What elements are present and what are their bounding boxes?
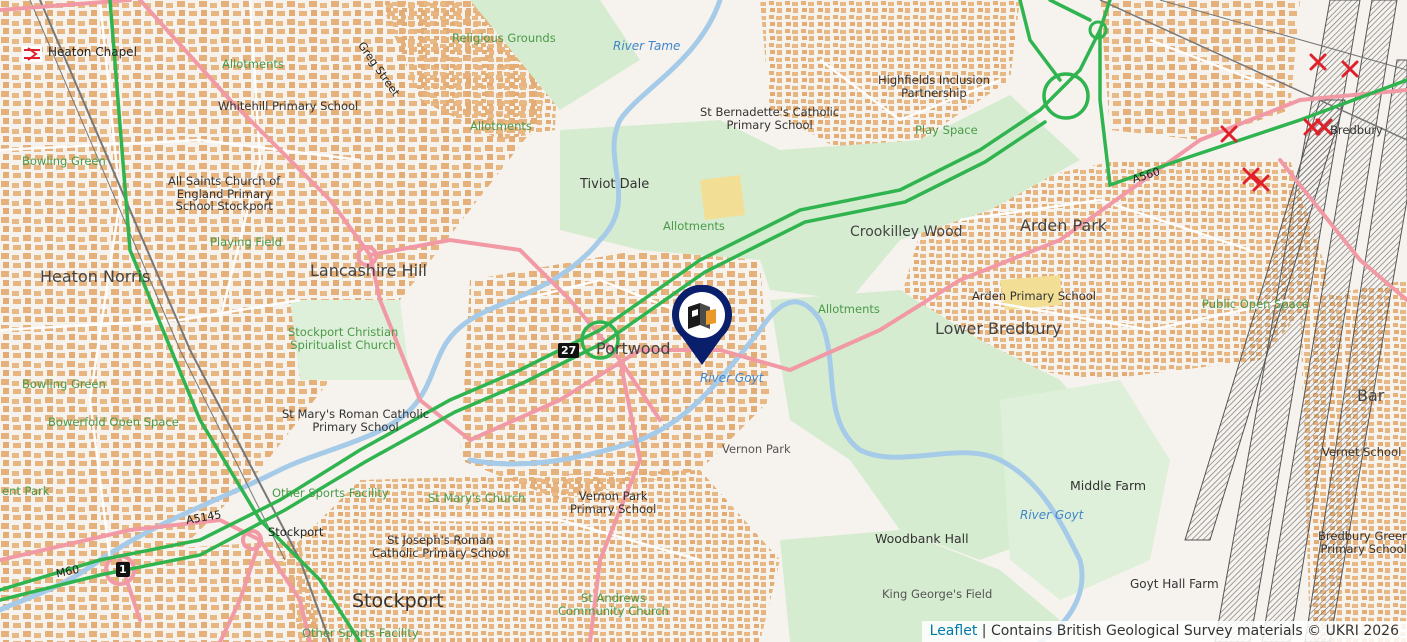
location-pin-icon[interactable]: [668, 285, 736, 367]
label-king-georges-field: King George's Field: [882, 587, 993, 601]
label-bredbury-green-primary: Bredbury Green Primary School: [1318, 529, 1407, 556]
label-goyt-hall-farm: Goyt Hall Farm: [1130, 577, 1219, 591]
label-other-sports-2: Other Sports Facility: [302, 626, 419, 640]
label-vernon-park: Vernon Park: [722, 442, 791, 456]
label-tiviot-dale: Tiviot Dale: [580, 177, 650, 192]
label-crookilley-wood: Crookilley Wood: [850, 224, 963, 240]
label-lancashire-hill: Lancashire Hill: [310, 261, 427, 280]
label-woodbank-hall: Woodbank Hall: [875, 531, 969, 546]
station-label-heaton-chapel: Heaton Chapel: [48, 45, 137, 59]
label-river-goyt-1: River Goyt: [700, 371, 764, 385]
cross-markers: [1220, 53, 1359, 192]
building-logo-icon: [688, 303, 716, 329]
label-whitehill-primary: Whitehill Primary School: [218, 99, 359, 113]
label-st-bernadettes: St Bernadette's Catholic Primary School: [700, 105, 840, 132]
attribution-text: Contains British Geological Survey mater…: [990, 623, 1399, 639]
label-allotments-4: Allotments: [818, 302, 880, 316]
label-stockport-christian: Stockport Christian Spiritualist Church: [288, 325, 399, 352]
label-play-space: Play Space: [915, 123, 978, 137]
label-highfields: Highfields Inclusion Partnership: [878, 73, 990, 100]
label-ent-park: ent Park: [2, 484, 50, 498]
railway-station-icon: [22, 46, 42, 62]
label-arden-primary: Arden Primary School: [972, 289, 1096, 303]
label-all-saints: All Saints Church of England Primary Sch…: [168, 174, 281, 214]
label-allotments-3: Allotments: [663, 219, 725, 233]
label-river-goyt-2: River Goyt: [1020, 508, 1084, 522]
geology-hatch: [1184, 0, 1407, 642]
label-religious-grounds: Religious Grounds: [452, 31, 556, 45]
label-allotments-1: Allotments: [222, 57, 284, 71]
label-bowling-green-2: Bowling Green: [22, 377, 106, 391]
junction-1-badge: 1: [116, 562, 130, 577]
label-public-open-space: Public Open Space: [1202, 297, 1310, 311]
map-attribution: Leaflet | Contains British Geological Su…: [921, 621, 1407, 642]
label-bowerfold: Bowerfold Open Space: [48, 415, 179, 429]
label-stockport-station: Stockport: [268, 525, 324, 539]
label-bar-cut: Bar: [1357, 386, 1385, 405]
rivers: [0, 0, 1085, 642]
leaflet-link[interactable]: Leaflet: [929, 623, 978, 639]
label-st-marys-church: St Mary's Church: [428, 491, 526, 505]
junction-27-badge: 27: [558, 343, 580, 358]
attribution-separator: |: [977, 623, 991, 639]
green-areas: [290, 0, 1170, 642]
label-vernon-park-primary: Vernon Park Primary School: [570, 489, 657, 516]
label-st-marys-rc: St Mary's Roman Catholic Primary School: [282, 407, 430, 434]
label-stockport: Stockport: [352, 590, 444, 612]
label-bowling-green-1: Bowling Green: [22, 154, 106, 168]
label-st-andrews: St Andrews Community Church: [558, 591, 669, 618]
label-playing-field: Playing Field: [210, 235, 282, 249]
label-heaton-norris: Heaton Norris: [40, 267, 151, 286]
label-other-sports-1: Other Sports Facility: [272, 486, 389, 500]
label-allotments-2: Allotments: [470, 119, 532, 133]
label-vernet-school: Vernet School: [1322, 445, 1402, 459]
label-bredbury-cut: Bredbury: [1330, 123, 1383, 137]
label-middle-farm: Middle Farm: [1070, 478, 1147, 493]
label-st-josephs: St Joseph's Roman Catholic Primary Schoo…: [372, 533, 509, 560]
label-lower-bredbury: Lower Bredbury: [935, 319, 1062, 338]
label-portwood: Portwood: [596, 339, 671, 358]
label-river-tame: River Tame: [613, 39, 681, 53]
minor-roads: [0, 0, 1291, 562]
label-arden-park: Arden Park: [1020, 216, 1108, 235]
railways: [29, 0, 1407, 642]
